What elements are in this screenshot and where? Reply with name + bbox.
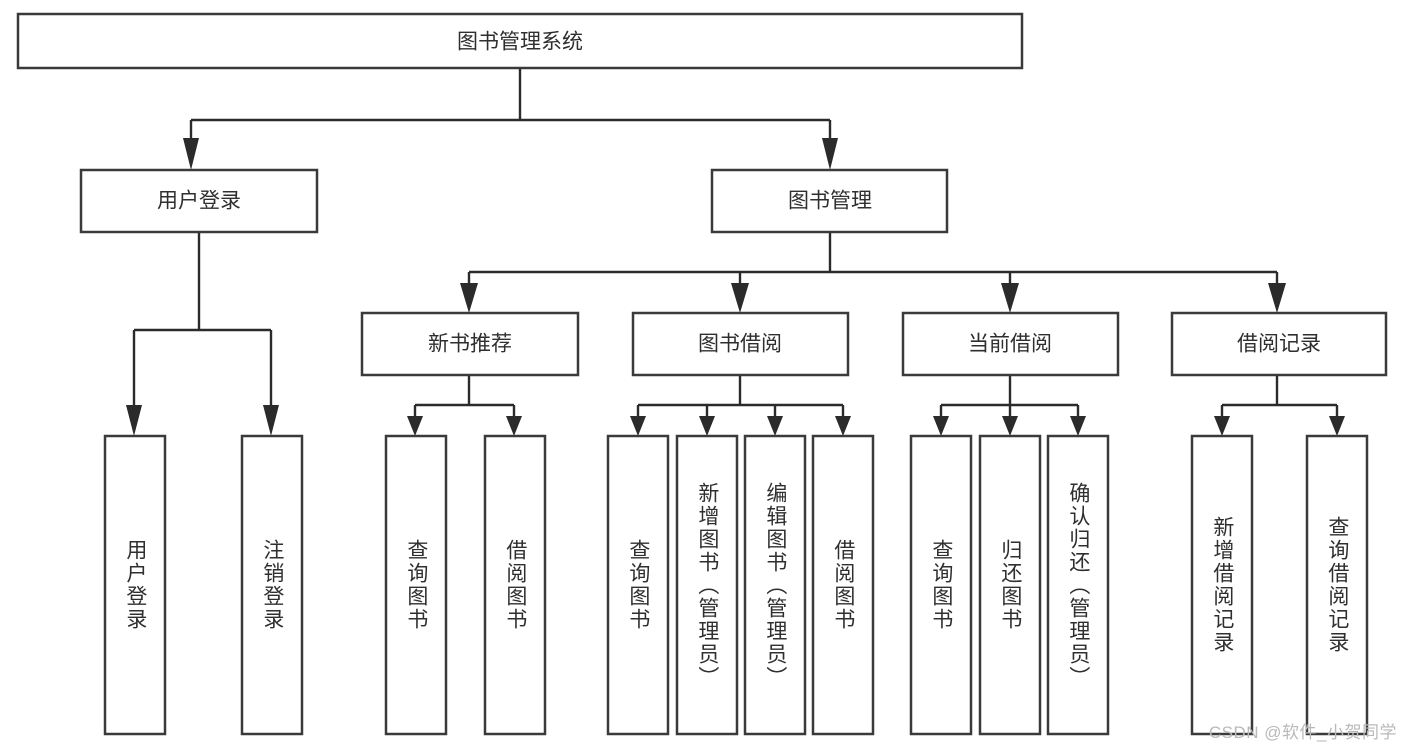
arrow-to-leaf-query-book-2: [630, 416, 646, 436]
connectors-layer: [132, 68, 1339, 418]
node-leaf-query-book-1-box[interactable]: [384, 434, 448, 736]
arrow-to-leaf-return-book: [1002, 416, 1018, 436]
node-current-borrow-label: 当前借阅: [968, 333, 1052, 356]
arrow-to-current-borrow: [1001, 283, 1019, 313]
arrow-to-borrow-record: [1268, 283, 1286, 313]
node-leaf-query-borrow-record-box[interactable]: [1305, 434, 1369, 736]
arrow-to-book-borrow: [731, 283, 749, 313]
node-user-login-box[interactable]: [79, 168, 319, 234]
arrow-to-book-management: [822, 138, 838, 170]
arrow-to-leaf-query-book-3: [933, 416, 949, 436]
node-leaf-query-book-2-box[interactable]: [606, 434, 670, 736]
node-leaf-borrow-book-2-box[interactable]: [811, 434, 875, 736]
node-leaf-add-book-box[interactable]: [675, 434, 739, 736]
node-new-book-recommend-label: 新书推荐: [428, 333, 512, 356]
arrowheads-layer: [126, 138, 1345, 436]
node-user-login-label: 用户登录: [157, 190, 241, 213]
node-leaf-logout-login-box[interactable]: [240, 434, 304, 736]
arrow-to-leaf-query-book-1: [407, 416, 423, 436]
node-leaf-user-login-box[interactable]: [103, 434, 167, 736]
node-leaf-confirm-return-box[interactable]: [1046, 434, 1110, 736]
arrow-to-leaf-borrow-book-1: [506, 416, 522, 436]
arrow-to-leaf-confirm-return: [1070, 416, 1086, 436]
arrow-to-user-login: [183, 138, 199, 170]
arrow-to-leaf-logout-login: [263, 405, 279, 436]
node-leaf-add-borrow-record-box[interactable]: [1190, 434, 1254, 736]
arrow-to-leaf-add-borrow-record: [1214, 416, 1230, 436]
node-leaf-query-book-3-box[interactable]: [909, 434, 973, 736]
node-root-box[interactable]: [16, 12, 1024, 70]
csdn-watermark: CSDN @软件_小贺同学: [1208, 723, 1397, 742]
node-leaf-return-book-box[interactable]: [978, 434, 1042, 736]
node-borrow-record-label: 借阅记录: [1237, 333, 1321, 356]
arrow-to-leaf-borrow-book-2: [835, 416, 851, 436]
node-book-borrow-label: 图书借阅: [698, 333, 782, 356]
node-leaf-edit-book-box[interactable]: [743, 434, 807, 736]
arrow-to-leaf-query-borrow-record: [1329, 416, 1345, 436]
arrow-to-new-book-recommend: [460, 283, 478, 313]
node-book-borrow-box[interactable]: [631, 311, 850, 377]
node-book-management-label: 图书管理: [788, 190, 872, 213]
nodes-layer: 图书管理系统 用户登录 图书管理 新书推荐 图书借阅 当前借阅 借阅记录: [16, 12, 1388, 736]
arrow-to-leaf-edit-book: [767, 416, 783, 436]
arrow-to-leaf-user-login: [126, 405, 142, 436]
node-book-management-box[interactable]: [710, 168, 949, 234]
arrow-to-leaf-add-book: [699, 416, 715, 436]
node-current-borrow-box[interactable]: [901, 311, 1120, 377]
node-borrow-record-box[interactable]: [1170, 311, 1388, 377]
node-leaf-borrow-book-1-box[interactable]: [483, 434, 547, 736]
node-new-book-recommend-box[interactable]: [360, 311, 580, 377]
node-root-label: 图书管理系统: [457, 31, 583, 54]
